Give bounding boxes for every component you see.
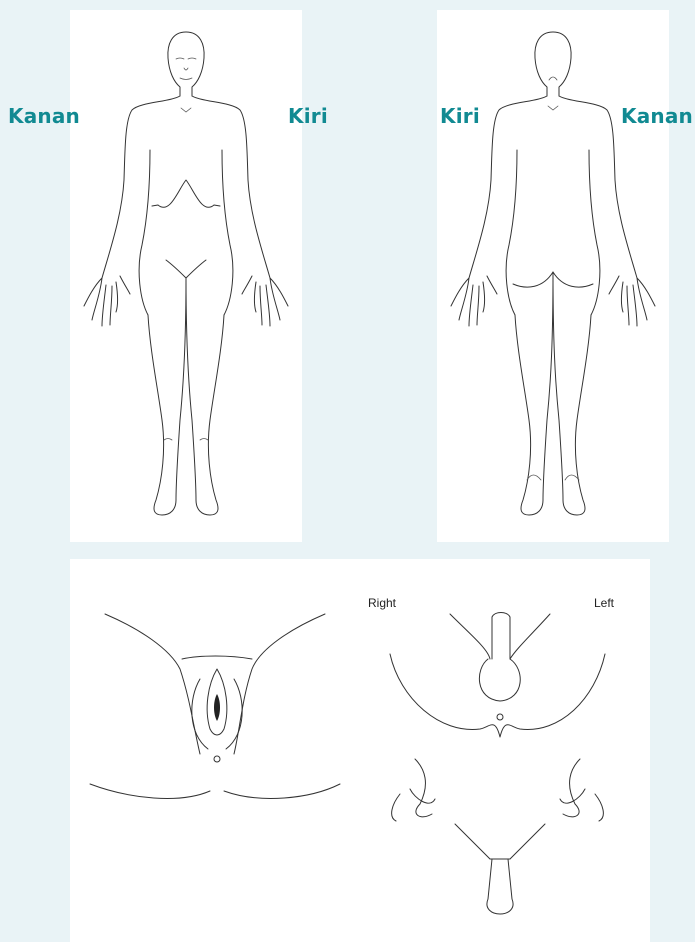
male-genital-bottom (455, 824, 545, 914)
front-body-outline (70, 10, 302, 542)
back-body-panel (437, 10, 669, 542)
front-body-panel (70, 10, 302, 542)
genital-diagrams (70, 559, 650, 942)
back-left-label: Kiri (440, 104, 480, 128)
front-right-label: Kanan (8, 104, 80, 128)
male-genital-sides (392, 759, 604, 821)
genital-diagram-panel (70, 559, 650, 942)
anatomical-left-label: Left (594, 596, 614, 610)
female-genital-diagram (90, 614, 340, 798)
back-right-label: Kanan (621, 104, 693, 128)
back-body-outline (437, 10, 669, 542)
anatomical-right-label: Right (368, 596, 396, 610)
male-genital-front (390, 613, 605, 738)
front-left-label: Kiri (288, 104, 328, 128)
